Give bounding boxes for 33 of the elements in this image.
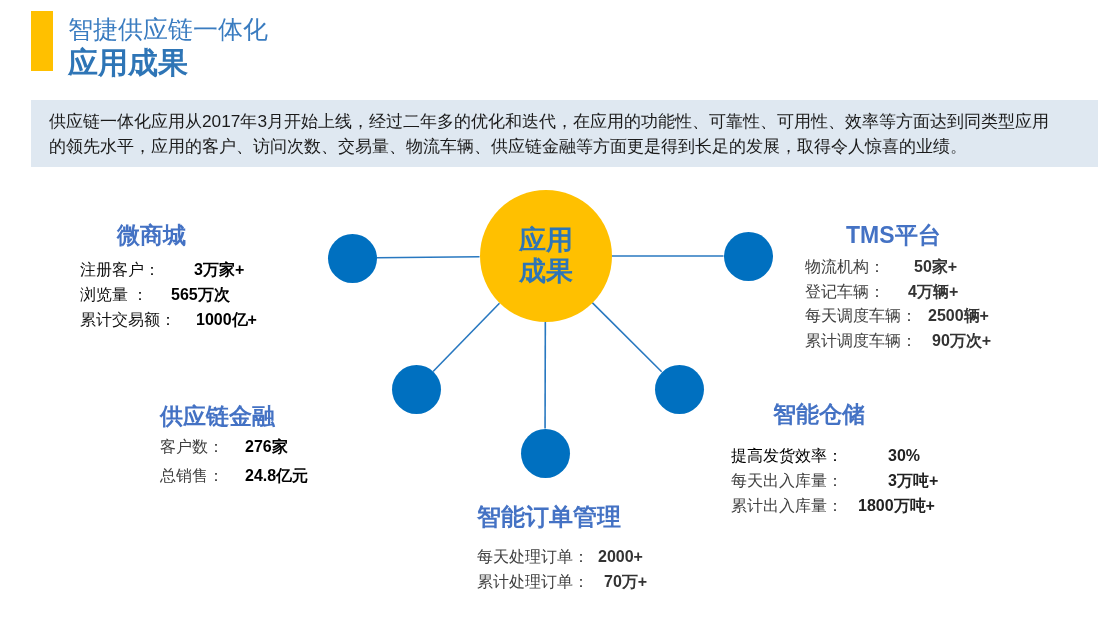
stat-text: 总销售：24.8亿元	[160, 466, 309, 486]
stat-text: 每天调度车辆：2500辆+	[805, 306, 989, 326]
stat-text: 浏览量 ：565万次	[80, 285, 230, 305]
node-circle	[391, 364, 441, 414]
node-circle	[327, 233, 377, 283]
stat-text: 累计交易额：1000亿+	[80, 310, 257, 330]
connector-line	[591, 301, 663, 373]
stat-text: 累计出入库量：1800万吨+	[731, 496, 935, 516]
connector-line	[544, 321, 547, 430]
stat-text: 每天出入库量：3万吨+	[731, 471, 939, 491]
section-heading: 智能仓储	[773, 399, 865, 429]
node-circle	[723, 231, 773, 281]
intro-panel: 供应链一体化应用从2017年3月开始上线，经过二年多的优化和迭代，在应用的功能性、可靠性、可用性、效率等方面达到同类型应用的领先水平，应用的客户、访问次数、交易量、物流车辆、供应链金融等方面更是得到长足的发展，取得令人惊喜的业绩。	[31, 100, 1098, 167]
node-circle	[654, 364, 704, 414]
section-heading: TMS平台	[846, 220, 941, 250]
stat-text: 每天处理订单：2000+	[477, 547, 643, 567]
section-heading: 智能订单管理	[477, 502, 621, 532]
stat-text: 累计处理订单：70万+	[477, 572, 648, 592]
hub-circle: 应用成果	[479, 190, 612, 322]
connector-line	[375, 255, 481, 259]
page-subtitle: 智捷供应链一体化	[68, 14, 268, 45]
stat-text: 物流机构：50家+	[805, 257, 958, 277]
connector-line	[610, 255, 725, 257]
connector-line	[432, 302, 501, 373]
node-circle	[520, 428, 570, 478]
section-heading: 供应链金融	[160, 401, 275, 431]
page-title: 应用成果	[68, 45, 188, 81]
stat-text: 提高发货效率：30%	[731, 446, 921, 466]
stat-text: 注册客户：3万家+	[80, 260, 245, 280]
stat-text: 登记车辆：4万辆+	[805, 282, 959, 302]
stat-text: 累计调度车辆：90万次+	[805, 331, 992, 351]
stat-text: 客户数：276家	[160, 437, 288, 457]
section-heading: 微商城	[117, 220, 186, 250]
